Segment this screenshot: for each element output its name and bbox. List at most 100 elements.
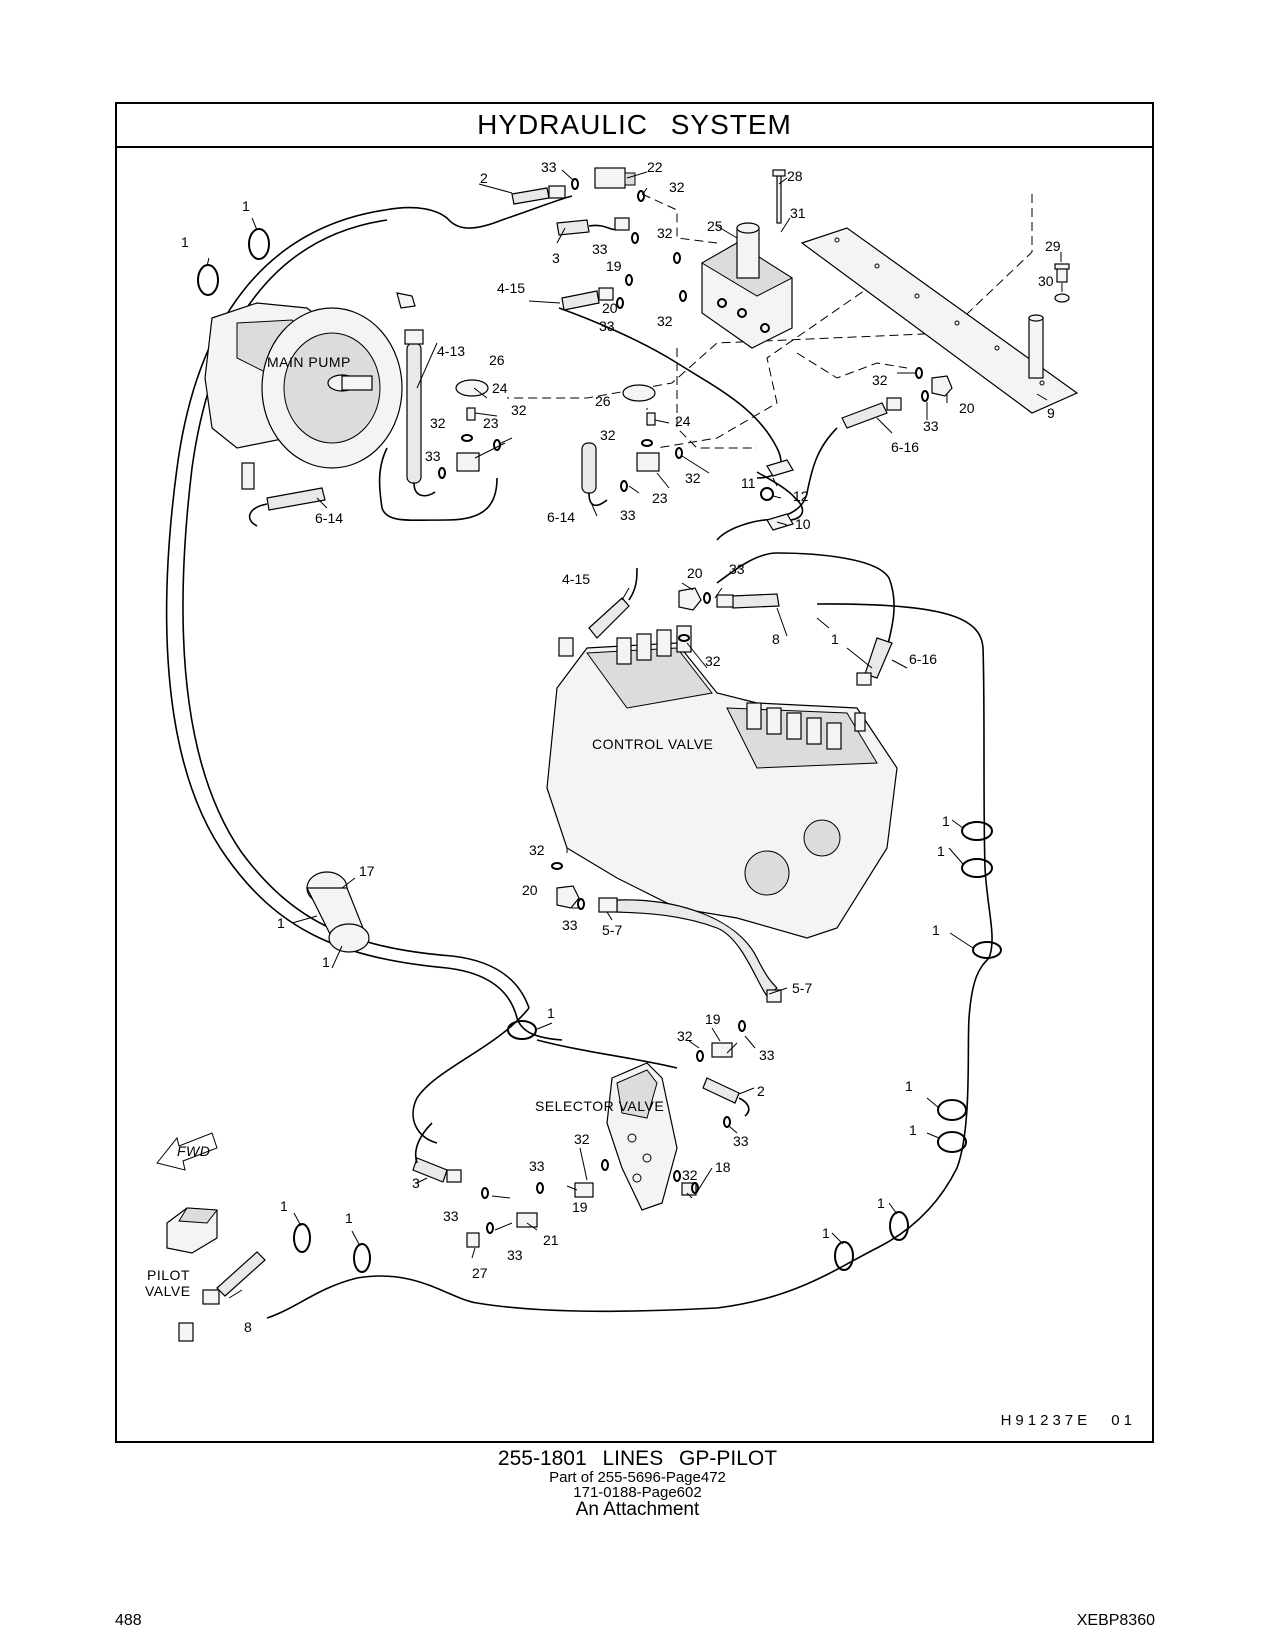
bolt-29	[1054, 263, 1070, 303]
callout-2: 2	[757, 1083, 765, 1099]
dashed-ref-4	[676, 348, 757, 449]
pilot-valve-label-line1: PILOT	[147, 1267, 190, 1283]
callout-1: 1	[877, 1195, 885, 1211]
callout-1: 1	[181, 234, 189, 250]
callout-27: 27	[472, 1265, 488, 1281]
selector-valve	[606, 1062, 678, 1211]
callout-26: 26	[595, 393, 611, 409]
pilot-line-right-upper	[716, 471, 804, 541]
callout-33: 33	[729, 561, 745, 577]
callout-1: 1	[345, 1210, 353, 1226]
hose-4-13	[404, 329, 436, 497]
callout-23: 23	[652, 490, 668, 506]
callout-2: 2	[480, 170, 488, 186]
dashed-ref-5	[796, 352, 908, 379]
callout-28: 28	[787, 168, 803, 184]
page-number: 488	[115, 1612, 142, 1629]
callout-33: 33	[443, 1208, 459, 1224]
pilot-line-lower	[412, 1007, 530, 1144]
page-title: HYDRAULIC SYSTEM	[477, 109, 792, 140]
callout-33: 33	[425, 448, 441, 464]
callout-19: 19	[705, 1011, 721, 1027]
hose-3-top	[556, 217, 630, 236]
caption: 255-1801 LINES GP-PILOT Part of 255-5696…	[0, 1448, 1275, 1520]
pilot-valve	[166, 1207, 218, 1342]
control-valve	[546, 625, 898, 939]
dashed-ref-2	[507, 194, 1033, 399]
callout-12: 12	[793, 488, 809, 504]
dashed-ref-3	[656, 267, 898, 449]
parts-diagram: FWD	[145, 159, 1079, 1342]
manifold-block-25	[701, 222, 794, 349]
selector-fittings	[466, 1042, 750, 1248]
pilot-line-bottom	[266, 603, 993, 1319]
callout-25: 25	[707, 218, 723, 234]
hose-6-16-mid	[856, 637, 893, 686]
hose-2-top	[511, 185, 566, 205]
callout-32: 32	[529, 842, 545, 858]
callout-30: 30	[1038, 273, 1054, 289]
callout-22: 22	[647, 159, 663, 175]
callout-1: 1	[905, 1078, 913, 1094]
caption-part-of: Part of 255-5696-Page472	[549, 1469, 726, 1486]
callout-1: 1	[937, 843, 945, 859]
elbow-20-mid	[678, 587, 702, 611]
hose-8-upper	[716, 593, 780, 609]
diagram-frame: HYDRAULIC SYSTEM	[115, 102, 1154, 1443]
callout-1: 1	[547, 1005, 555, 1021]
plate-9	[800, 227, 1079, 414]
hose-4-15-top	[561, 287, 614, 311]
callout-33: 33	[507, 1247, 523, 1263]
callout-32: 32	[657, 313, 673, 329]
callout-20: 20	[687, 565, 703, 581]
callout-33: 33	[923, 418, 939, 434]
drawing-id: H91237E 01	[1000, 1412, 1136, 1429]
callout-20: 20	[959, 400, 975, 416]
callout-8: 8	[244, 1319, 252, 1335]
pilot-line-6-16-upper	[776, 427, 838, 519]
clamps-1-right	[834, 821, 1002, 1271]
title-bar: HYDRAULIC SYSTEM	[117, 104, 1152, 148]
hose-6-14-mid	[581, 442, 608, 507]
main-pump-label: MAIN PUMP	[267, 354, 351, 370]
caption-attachment: An Attachment	[575, 1499, 700, 1520]
callout-33: 33	[599, 318, 615, 334]
callout-6-16: 6-16	[909, 651, 937, 667]
callout-33: 33	[759, 1047, 775, 1063]
main-pump	[204, 292, 416, 490]
selector-valve-label: SELECTOR VALVE	[535, 1098, 664, 1114]
callout-21: 21	[543, 1232, 559, 1248]
hose-3-lower	[412, 1122, 462, 1183]
hose-6-14-left	[248, 487, 326, 527]
callout-1: 1	[242, 198, 250, 214]
callout-32: 32	[682, 1167, 698, 1183]
callout-1: 1	[942, 813, 950, 829]
bolt-28	[772, 169, 786, 224]
callout-11: 11	[741, 475, 756, 491]
callout-1: 1	[909, 1122, 917, 1138]
o-rings	[438, 178, 929, 1234]
callout-1: 1	[831, 631, 839, 647]
pilot-line-top	[384, 195, 573, 229]
caption-reference: 171-0188-Page602	[573, 1484, 702, 1501]
callout-19: 19	[572, 1199, 588, 1215]
callout-4-15: 4-15	[497, 280, 525, 296]
callout-29: 29	[1045, 238, 1061, 254]
callout-23: 23	[483, 415, 499, 431]
callout-1: 1	[322, 954, 330, 970]
callout-33: 33	[733, 1133, 749, 1149]
callout-17: 17	[359, 863, 375, 879]
doc-code: XEBP8360	[1076, 1612, 1155, 1629]
hose-6-16-upper	[841, 397, 902, 429]
leader-lines	[206, 169, 1063, 1299]
callout-32: 32	[430, 415, 446, 431]
callout-6-14: 6-14	[547, 509, 575, 525]
pilot-line-selector	[536, 1039, 678, 1069]
callout-5-7: 5-7	[602, 922, 622, 938]
hose-5-7	[598, 897, 782, 1003]
callout-6-14: 6-14	[315, 510, 343, 526]
callout-4-15: 4-15	[562, 571, 590, 587]
callout-18: 18	[715, 1159, 731, 1175]
callout-32: 32	[685, 470, 701, 486]
callout-1: 1	[932, 922, 940, 938]
